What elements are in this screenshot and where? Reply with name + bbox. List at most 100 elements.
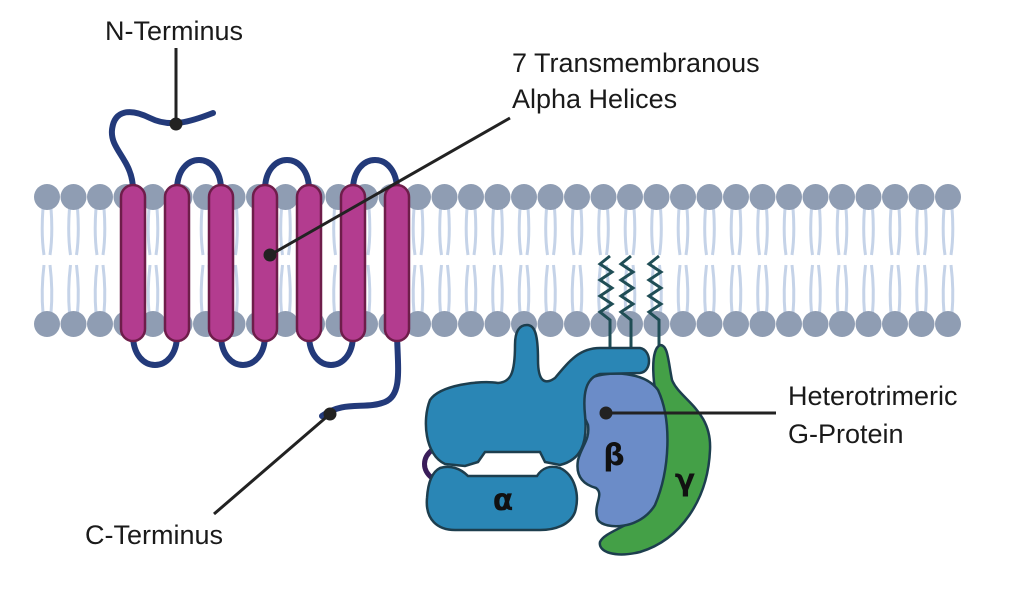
lipid-tail-outer (570, 207, 584, 256)
lipid-head-outer (34, 184, 60, 210)
alpha-subunit-upper (424, 323, 651, 468)
lipid-head-outer (776, 184, 802, 210)
alpha-helix-5 (295, 183, 323, 343)
lipid-head-outer (749, 184, 776, 210)
lipid-tail-outer (146, 207, 160, 256)
lipid-tail-inner (544, 264, 557, 314)
transmembrane-helices (119, 183, 411, 343)
lipid-head-inner (87, 311, 113, 337)
lipid-tail-outer (464, 207, 478, 256)
intracellular-loop-2 (218, 332, 268, 368)
c-terminus-chain (319, 332, 402, 419)
lipid-head-inner (140, 311, 166, 337)
c-terminus-leader (213, 412, 331, 516)
c-terminus-dot (323, 407, 337, 421)
lipid-head-inner (776, 311, 802, 337)
lipid-head-inner (458, 311, 484, 337)
lipid-tail-outer (650, 207, 663, 256)
transmembrane-label-line2: Alpha Helices (512, 84, 677, 114)
lipid-head-outer (855, 184, 882, 210)
lipid-head-outer (272, 184, 299, 210)
lipid-tail-inner (491, 264, 504, 314)
lipid-head-inner (537, 311, 564, 337)
lipid-head-inner (882, 311, 908, 337)
alpha-helix-4 (251, 183, 279, 343)
g-protein: α β γ (422, 323, 712, 556)
lipid-tail-outer (438, 207, 451, 256)
lipid-head-inner (643, 311, 670, 337)
lipid-head-outer (802, 184, 829, 210)
lipid-head-outer (643, 184, 670, 210)
extracellular-loop-1 (174, 157, 224, 193)
g-protein-label-line1: Heterotrimeric (788, 381, 958, 411)
lipid-head-outer (537, 184, 564, 210)
lipid-tail-inner (93, 264, 107, 314)
lipid-head-outer (431, 184, 458, 210)
lipid-tail-outer (517, 207, 531, 256)
lipid-tail-inner (40, 264, 54, 314)
lipid-head-outer (60, 184, 87, 210)
beta-label: β (603, 438, 624, 473)
lipid-head-inner (696, 311, 723, 337)
lipid-tail-inner (915, 264, 928, 314)
helices-dot (263, 248, 277, 262)
lipid-head-outer (882, 184, 908, 210)
lipid-tail-outer (941, 207, 955, 256)
alpha-label: α (493, 483, 514, 518)
lipid-tail-inner (809, 264, 822, 314)
lipid-head-inner (34, 311, 60, 337)
lipid-tail-outer (93, 207, 107, 256)
lipid-head-outer (590, 184, 617, 210)
lipid-tail-outer (676, 207, 690, 256)
intracellular-loop-1 (130, 332, 180, 368)
lipid-head-outer (87, 184, 113, 210)
lipid-tail-inner (464, 264, 478, 314)
lipid-head-inner (855, 311, 882, 337)
lipid-head-inner (723, 311, 749, 337)
extracellular-loop-2 (262, 157, 312, 193)
gamma-label: γ (675, 463, 695, 498)
lipid-head-outer (564, 184, 590, 210)
lipid-tail-inner (411, 264, 425, 314)
lipid-tail-inner (888, 264, 902, 314)
lipid-tail-outer (888, 207, 902, 256)
g-protein-dot (599, 406, 613, 420)
lipid-head-inner (484, 311, 511, 337)
lipid-tail-outer (544, 207, 557, 256)
lipid-head-outer (935, 184, 961, 210)
lipid-tail-outer (862, 207, 875, 256)
lipid-tail-inner (676, 264, 690, 314)
lipid-anchor-2 (618, 254, 636, 350)
extracellular-loop-3 (350, 157, 400, 193)
helices-leader (269, 116, 511, 257)
lipid-tail-outer (623, 207, 637, 256)
lipid-head-outer (511, 184, 537, 210)
lipid-head-inner (908, 311, 935, 337)
lipid-tail-inner (570, 264, 584, 314)
lipid-tail-inner (729, 264, 743, 314)
lipid-tail-inner (438, 264, 451, 314)
receptor-loops (108, 109, 402, 419)
lipid-tail-inner (756, 264, 769, 314)
alpha-helix-3 (207, 183, 235, 343)
alpha-helix-6 (339, 183, 367, 343)
lipid-tail-outer (835, 207, 849, 256)
lipid-head-inner (405, 311, 431, 337)
lipid-tail-inner (67, 264, 80, 314)
lipid-head-inner (802, 311, 829, 337)
g-protein-label-line2: G-Protein (788, 419, 904, 449)
alpha-linker (422, 448, 434, 480)
lipid-tail-outer (67, 207, 80, 256)
lipid-head-outer (908, 184, 935, 210)
transmembrane-label-line1: 7 Transmembranous (512, 48, 760, 78)
lipid-tail-outer (40, 207, 54, 256)
lipid-head-outer (670, 184, 696, 210)
lipid-tail-inner (835, 264, 849, 314)
lipid-tail-outer (411, 207, 425, 256)
lipid-tail-outer (279, 207, 292, 256)
n-terminus-label: N-Terminus (105, 16, 243, 46)
lipid-head-inner (670, 311, 696, 337)
lipid-tail-outer (703, 207, 716, 256)
